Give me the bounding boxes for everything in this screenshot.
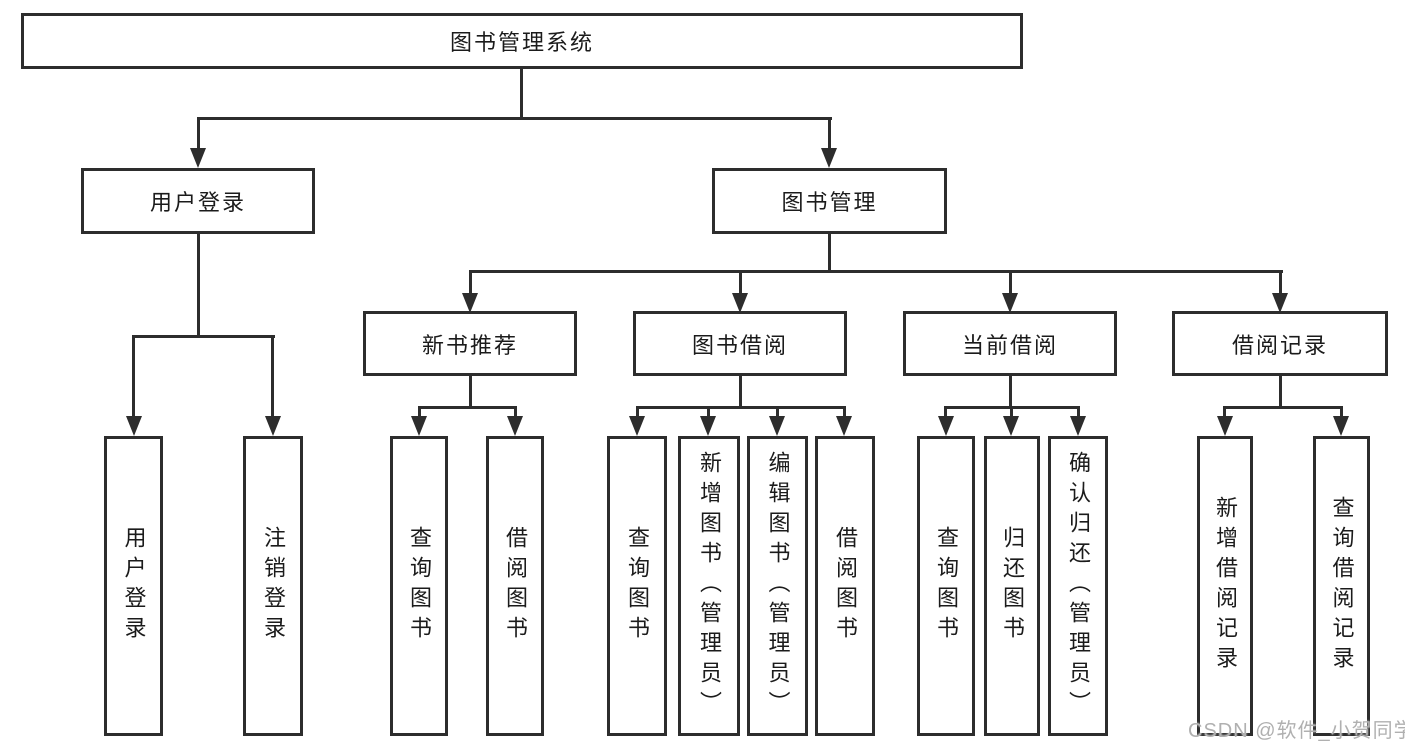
node-label: 图书管理系统 xyxy=(449,30,594,55)
node-user-login: 用户登录 xyxy=(81,168,315,234)
leaf-add-book-admin: 新增图书（管理员） xyxy=(678,436,740,736)
node-label: 用户登录 xyxy=(149,190,246,215)
connector-line xyxy=(828,234,831,272)
leaf-confirm-return-admin: 确认归还（管理员） xyxy=(1048,436,1108,736)
connector-line xyxy=(418,406,421,416)
arrowhead-down-icon xyxy=(836,416,852,436)
connector-line xyxy=(1279,376,1282,409)
connector-line xyxy=(418,406,517,409)
leaf-query-books-borrowing: 查询图书 xyxy=(607,436,667,736)
connector-line xyxy=(1223,406,1226,416)
arrowhead-down-icon xyxy=(411,416,427,436)
leaf-add-borrow-record: 新增借阅记录 xyxy=(1197,436,1253,736)
connector-line xyxy=(636,406,845,409)
connector-line xyxy=(1009,270,1012,293)
leaf-label: 用户登录 xyxy=(121,526,147,646)
node-label: 借阅记录 xyxy=(1231,332,1328,358)
connector-line xyxy=(636,406,639,416)
arrowhead-down-icon xyxy=(1002,293,1018,313)
leaf-borrow-books-recommend: 借阅图书 xyxy=(486,436,544,736)
connector-line xyxy=(132,335,135,416)
arrowhead-down-icon xyxy=(938,416,954,436)
leaf-label: 查询图书 xyxy=(625,526,650,646)
node-book-management: 图书管理 xyxy=(712,168,947,234)
node-borrow-records: 借阅记录 xyxy=(1172,311,1388,376)
leaf-logout: 注销登录 xyxy=(243,436,303,736)
node-label: 新书推荐 xyxy=(421,332,518,358)
arrowhead-down-icon xyxy=(769,416,785,436)
arrowhead-down-icon xyxy=(1333,416,1349,436)
connector-line xyxy=(1077,406,1080,416)
leaf-borrow-books-borrowing: 借阅图书 xyxy=(815,436,875,736)
connector-line xyxy=(707,406,710,416)
leaf-label: 新增借阅记录 xyxy=(1213,496,1238,676)
arrowhead-down-icon xyxy=(507,416,523,436)
leaf-query-books-recommend: 查询图书 xyxy=(390,436,448,736)
leaf-return-books: 归还图书 xyxy=(984,436,1040,736)
node-label: 图书借阅 xyxy=(691,332,788,358)
connector-line xyxy=(514,406,517,416)
leaf-label: 查询借阅记录 xyxy=(1329,496,1355,676)
leaf-user-login: 用户登录 xyxy=(104,436,163,736)
connector-line xyxy=(776,406,779,416)
connector-line xyxy=(469,270,472,293)
connector-line xyxy=(132,335,275,338)
leaf-label: 注销登录 xyxy=(261,526,286,646)
arrowhead-down-icon xyxy=(1003,416,1019,436)
arrowhead-down-icon xyxy=(629,416,645,436)
leaf-query-books-current: 查询图书 xyxy=(917,436,975,736)
connector-line xyxy=(739,270,742,293)
connector-line xyxy=(1009,376,1012,409)
leaf-edit-book-admin: 编辑图书（管理员） xyxy=(747,436,808,736)
arrowhead-down-icon xyxy=(732,293,748,313)
leaf-label: 借阅图书 xyxy=(833,526,858,646)
connector-line xyxy=(520,68,523,120)
connector-line xyxy=(843,406,846,416)
connector-line xyxy=(1010,406,1013,416)
leaf-label: 查询图书 xyxy=(934,526,959,646)
leaf-label: 新增图书（管理员） xyxy=(697,451,722,721)
node-current-borrowing: 当前借阅 xyxy=(903,311,1117,376)
node-book-borrowing: 图书借阅 xyxy=(633,311,847,376)
arrowhead-down-icon xyxy=(462,293,478,313)
arrowhead-down-icon xyxy=(1272,293,1288,313)
arrowhead-down-icon xyxy=(265,416,281,436)
arrowhead-down-icon xyxy=(1217,416,1233,436)
csdn-watermark: CSDN @软件_小贺同学 xyxy=(1188,720,1405,742)
leaf-label: 借阅图书 xyxy=(503,526,528,646)
connector-line xyxy=(271,335,274,416)
node-label: 图书管理 xyxy=(781,190,878,215)
arrowhead-down-icon xyxy=(821,148,837,168)
leaf-query-borrow-record: 查询借阅记录 xyxy=(1313,436,1370,736)
connector-line xyxy=(197,234,200,338)
arrowhead-down-icon xyxy=(1070,416,1086,436)
leaf-label: 确认归还（管理员） xyxy=(1066,451,1091,721)
connector-line xyxy=(469,376,472,409)
leaf-label: 归还图书 xyxy=(1000,526,1025,646)
connector-line xyxy=(197,117,200,151)
connector-line xyxy=(944,406,947,416)
connector-line xyxy=(1279,270,1282,293)
arrowhead-down-icon xyxy=(190,148,206,168)
arrowhead-down-icon xyxy=(700,416,716,436)
leaf-label: 编辑图书（管理员） xyxy=(765,451,791,721)
leaf-label: 查询图书 xyxy=(407,526,432,646)
node-new-book-recommend: 新书推荐 xyxy=(363,311,577,376)
connector-line xyxy=(739,376,742,409)
connector-line xyxy=(197,117,832,120)
connector-line xyxy=(1340,406,1343,416)
connector-line xyxy=(469,270,1283,273)
connector-line xyxy=(1223,406,1343,409)
connector-line xyxy=(828,117,831,151)
node-label: 当前借阅 xyxy=(961,332,1058,358)
node-library-management-system: 图书管理系统 xyxy=(21,13,1023,69)
arrowhead-down-icon xyxy=(126,416,142,436)
